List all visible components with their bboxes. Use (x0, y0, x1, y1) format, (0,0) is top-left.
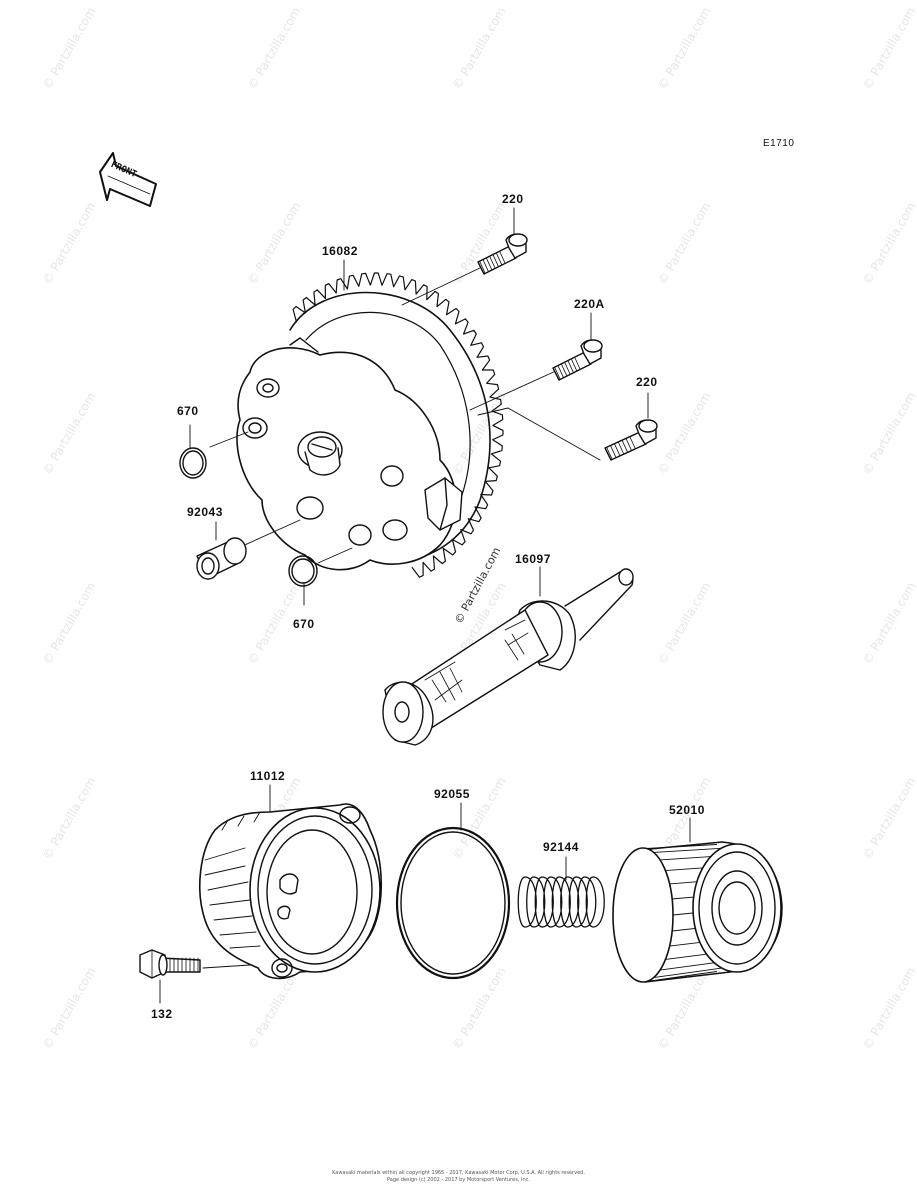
footer-copyright: Kawasaki materials within all copyright … (332, 1170, 585, 1176)
leader-lines (159, 207, 691, 1004)
callout-92144[interactable]: 92144 (543, 840, 579, 854)
spring-92144 (517, 876, 605, 928)
front-arrow-icon (99, 152, 157, 207)
callout-52010[interactable]: 52010 (669, 803, 705, 817)
footer-page-design: Page design (c) 2002 - 2017 by Motorspor… (387, 1177, 530, 1183)
bolt-220-top (477, 233, 528, 275)
bolt-220-right (604, 419, 658, 461)
callout-220-top[interactable]: 220 (502, 192, 524, 206)
callout-92055[interactable]: 92055 (434, 787, 470, 801)
oil-filter-52010 (612, 841, 783, 983)
filter-cover-11012 (199, 803, 382, 980)
oil-pump-gear (236, 272, 504, 578)
oil-strainer-16097 (382, 568, 634, 746)
callout-92043[interactable]: 92043 (187, 505, 223, 519)
dowel-pin-92043 (196, 537, 247, 580)
callout-220a[interactable]: 220A (574, 297, 605, 311)
diagram-code: E1710 (763, 138, 795, 149)
bolt-220a (552, 339, 603, 381)
o-ring-670-bottom (288, 555, 318, 587)
callout-11012[interactable]: 11012 (250, 769, 286, 783)
callout-16097[interactable]: 16097 (515, 552, 551, 566)
callout-670-bottom[interactable]: 670 (293, 617, 315, 631)
callout-132[interactable]: 132 (151, 1007, 173, 1021)
callout-670-top[interactable]: 670 (177, 404, 199, 418)
callout-16082[interactable]: 16082 (322, 244, 358, 258)
o-ring-92055 (395, 826, 511, 980)
o-ring-670-top (179, 447, 207, 479)
callout-220-right[interactable]: 220 (636, 375, 658, 389)
bolt-132 (139, 949, 201, 979)
